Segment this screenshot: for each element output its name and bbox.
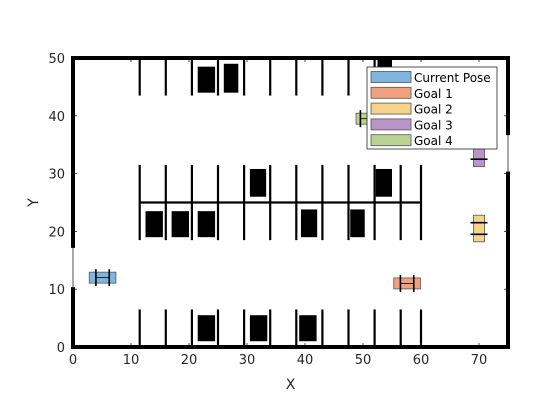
parked-car-10 — [350, 209, 365, 238]
y-tick-label: 40 — [48, 110, 65, 125]
x-tick-label: 70 — [471, 353, 488, 368]
parked-car-5 — [375, 168, 392, 197]
goal-1-vehicle — [393, 274, 421, 292]
parked-car-2 — [223, 63, 239, 93]
y-axis-label: Y — [26, 198, 42, 208]
legend-swatch-goal-1 — [370, 86, 412, 99]
boundary-walls-layer — [71, 56, 510, 349]
parked-car-11 — [197, 315, 216, 342]
legend-swatch-goal-4 — [370, 134, 412, 147]
goal-2-body — [473, 214, 485, 243]
axes-layer: 0 10 20 30 40 50 60 70 0 10 20 30 40 50 — [48, 52, 509, 368]
y-tick-label: 50 — [48, 52, 65, 67]
goal-2-vehicle — [470, 214, 488, 243]
x-tick-label: 60 — [413, 353, 430, 368]
parked-car-8 — [197, 211, 216, 238]
parked-car-1 — [197, 66, 216, 93]
legend-swatch-goal-3 — [370, 118, 412, 131]
x-tick-label: 0 — [69, 353, 77, 368]
y-tick-label: 30 — [48, 168, 65, 183]
parked-car-7 — [171, 211, 189, 238]
parked-car-12 — [249, 315, 268, 342]
x-tick-label: 30 — [239, 353, 256, 368]
parked-car-13 — [299, 315, 317, 342]
legend-label-goal-3: Goal 3 — [414, 118, 453, 132]
y-tick-label: 0 — [57, 341, 65, 356]
x-tick-label: 20 — [181, 353, 198, 368]
legend-label-current-pose: Current Pose — [414, 71, 491, 85]
legend-label-goal-1: Goal 1 — [414, 87, 453, 101]
parked-car-4 — [249, 168, 267, 197]
x-tick-label: 40 — [297, 353, 314, 368]
x-tick-label: 50 — [355, 353, 372, 368]
x-tick-label: 10 — [123, 353, 140, 368]
y-tick-label: 20 — [48, 225, 65, 240]
parking-lines-layer — [138, 58, 423, 347]
parked-car-6 — [145, 211, 163, 238]
parked-car-9 — [300, 209, 318, 238]
legend-label-goal-2: Goal 2 — [414, 103, 453, 117]
legend-swatch-goal-2 — [370, 102, 412, 115]
y-tick-label: 10 — [48, 283, 65, 298]
parked-cars-layer — [145, 58, 392, 342]
legend-label-goal-4: Goal 4 — [414, 134, 453, 148]
x-axis-label: X — [286, 377, 296, 393]
legend-swatch-current-pose — [370, 71, 412, 83]
current-pose-vehicle — [88, 269, 117, 287]
